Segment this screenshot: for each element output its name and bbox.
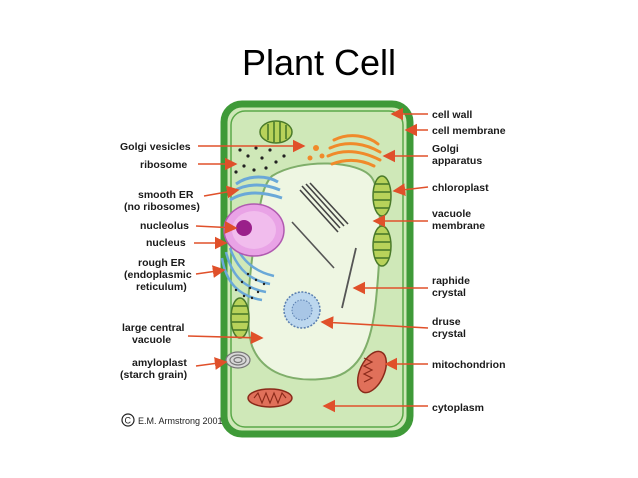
svg-text:(no ribosomes): (no ribosomes): [124, 201, 200, 213]
svg-text:crystal: crystal: [432, 328, 466, 340]
chloroplast-left: [230, 297, 250, 339]
svg-text:vacuole: vacuole: [432, 208, 471, 220]
label-arrows: [187, 107, 429, 413]
svg-text:chloroplast: chloroplast: [432, 182, 489, 194]
raphide-bundle: [299, 182, 349, 233]
chloroplast-right-1: [372, 175, 392, 217]
svg-text:mitochondrion: mitochondrion: [432, 359, 506, 371]
mitochondrion-bottom: [247, 388, 293, 408]
svg-text:(starch grain): (starch grain): [120, 369, 187, 381]
svg-text:Golgi: Golgi: [432, 143, 459, 155]
svg-text:ribosome: ribosome: [140, 159, 187, 171]
svg-text:cytoplasm: cytoplasm: [432, 402, 484, 414]
svg-text:smooth ER: smooth ER: [138, 189, 194, 201]
chloroplast-right-2: [372, 225, 392, 267]
svg-text:large central: large central: [122, 322, 185, 334]
svg-text:apparatus: apparatus: [432, 155, 482, 167]
svg-text:cell wall: cell wall: [432, 109, 472, 121]
page-title: Plant Cell: [241, 42, 397, 83]
large-central-vacuole: [247, 162, 381, 381]
mitochondrion-right: [356, 350, 388, 394]
labels-left: Golgi vesicles ribosome smooth ER (no ri…: [120, 141, 200, 381]
svg-text:(endoplasmic: (endoplasmic: [124, 269, 192, 281]
labels-right: cell wall cell membrane Golgi apparatus …: [432, 109, 506, 414]
svg-text:reticulum): reticulum): [136, 281, 187, 293]
svg-text:E.M. Armstrong 2001: E.M. Armstrong 2001: [138, 416, 223, 426]
golgi-apparatus: [326, 134, 382, 168]
svg-text:raphide: raphide: [432, 275, 470, 287]
svg-text:C: C: [125, 416, 132, 426]
svg-text:membrane: membrane: [432, 220, 485, 232]
svg-text:vacuole: vacuole: [132, 334, 171, 346]
svg-text:Golgi vesicles: Golgi vesicles: [120, 141, 191, 153]
copyright-icon: [121, 413, 135, 427]
golgi-vesicles: [307, 145, 325, 161]
svg-text:nucleus: nucleus: [146, 237, 186, 249]
rough-er-ribosomes: [234, 272, 266, 300]
svg-text:druse: druse: [432, 316, 461, 328]
nucleolus: [236, 220, 252, 236]
svg-text:crystal: crystal: [432, 287, 466, 299]
svg-text:rough ER: rough ER: [138, 257, 186, 269]
svg-text:cell membrane: cell membrane: [432, 125, 506, 137]
svg-text:amyloplast: amyloplast: [132, 357, 187, 369]
copyright-credit: C E.M. Armstrong 2001: [121, 413, 223, 427]
raphide-crystal: [341, 247, 357, 309]
chloroplast-top: [259, 120, 293, 144]
ribosomes: [234, 146, 286, 174]
amyloplast: [225, 351, 251, 369]
raphide-single: [291, 221, 335, 269]
svg-text:nucleolus: nucleolus: [140, 220, 189, 232]
